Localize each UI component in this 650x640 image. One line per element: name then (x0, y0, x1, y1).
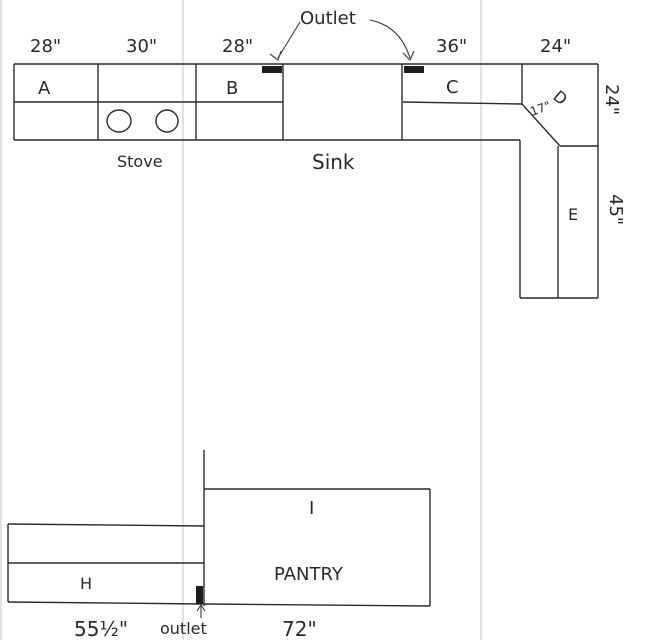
pantry-block (203, 450, 431, 607)
outlet-marker-right (404, 66, 424, 73)
dimension-pantry: 72" (282, 617, 317, 640)
outlet-markers-top (262, 19, 424, 73)
section-label-h: H (80, 574, 92, 593)
section-label-a: A (38, 78, 51, 99)
section-label-i: I (309, 498, 314, 519)
dimension-h: 55½" (74, 617, 128, 640)
dimension-d-angle: 17" (528, 99, 552, 119)
appliance-label-pantry: PANTRY (274, 564, 344, 585)
corner-counter-run (455, 63, 599, 299)
burner-left (106, 109, 132, 133)
outlet-arrowhead-right (402, 50, 415, 61)
section-label-c: C (446, 77, 459, 98)
appliance-label-sink: Sink (312, 150, 355, 174)
outlet-marker-bottom (196, 586, 206, 618)
outlet-marker-h (196, 586, 203, 604)
dimension-c: 36" (436, 36, 467, 57)
paper-fold-lines (0, 0, 482, 640)
outlet-arrow-right (369, 19, 411, 59)
outlet-label-top: Outlet (300, 8, 356, 29)
dimension-e: 45" (605, 194, 626, 225)
burner-right (155, 109, 179, 133)
appliance-label-stove: Stove (117, 152, 163, 171)
outlet-arrow-left (277, 21, 301, 59)
section-label-e: E (568, 205, 578, 224)
outlet-marker-left (262, 66, 282, 73)
stove-burners (106, 109, 179, 133)
outlet-arrowhead-left (269, 50, 282, 61)
counter-h-block (7, 523, 205, 605)
top-counter-run (13, 63, 523, 141)
dimension-b: 28" (222, 36, 253, 57)
outlet-label-bottom: outlet (160, 619, 207, 638)
dimension-d-top: 24" (540, 36, 571, 57)
dimension-a: 28" (30, 36, 61, 57)
dimension-d-side: 24" (601, 84, 622, 115)
dimension-stove: 30" (126, 36, 157, 57)
section-label-b: B (226, 78, 238, 99)
section-label-d: D (549, 87, 571, 109)
outlet-arrowhead-bottom (196, 604, 206, 612)
